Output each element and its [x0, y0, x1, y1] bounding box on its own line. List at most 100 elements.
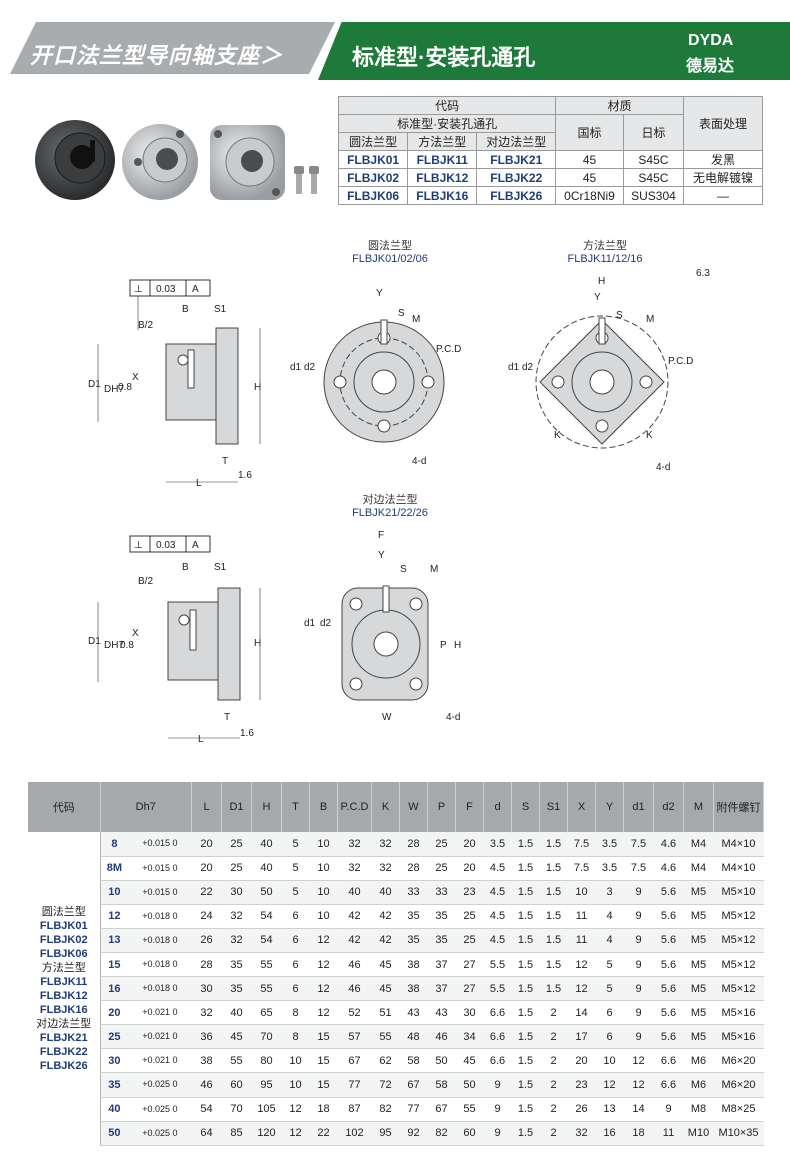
- spec-cell: 30: [191, 976, 222, 1002]
- spec-cell: 5.5: [483, 952, 512, 978]
- spec-cell: 1.5: [511, 880, 540, 905]
- spec-cell: 6.6: [483, 1000, 512, 1026]
- spec-cell: 12: [281, 1097, 310, 1122]
- spec-cell: 3.5: [595, 832, 624, 857]
- mat-sub-gb: 国标: [555, 114, 624, 151]
- s1-label: S1: [214, 304, 227, 315]
- banner-left-title: 开口法兰型导向轴支座＞: [30, 43, 284, 68]
- banner-right-title: 标准型·安装孔通孔: [352, 45, 536, 70]
- spec-header-cell: P: [427, 782, 456, 832]
- spec-cell: 26: [567, 1097, 596, 1122]
- square-d1-label: d1: [508, 362, 520, 373]
- roughness-08-2: 0.8: [120, 640, 134, 651]
- spec-cell: 67: [399, 1072, 428, 1098]
- side-flange-name: 对边法兰型: [362, 494, 418, 506]
- round-flange-front-view: Y S M P.C.D d1 d2 4-d: [290, 288, 461, 467]
- spec-cell: 50: [251, 880, 282, 905]
- spec-cell: 37: [427, 952, 456, 978]
- table-row: FLBJK01 FLBJK11 FLBJK21 45 S45C 发黑: [337, 150, 763, 169]
- spec-cell: 7.5: [567, 856, 596, 881]
- spec-cell: 40: [251, 856, 282, 881]
- product-photo-illustration: [35, 120, 319, 200]
- spec-cell: 38: [399, 952, 428, 978]
- spec-shaft-diameter: 8M: [99, 856, 129, 881]
- spec-cell: 58: [427, 1072, 456, 1098]
- spec-cell: 2: [539, 1024, 568, 1050]
- spec-cell: 9: [653, 1097, 684, 1122]
- spec-shaft-diameter: 15: [99, 952, 129, 978]
- spec-cell: 10: [309, 904, 338, 929]
- spec-cell: 1.5: [511, 1048, 540, 1074]
- spec-cell: 64: [191, 1121, 222, 1146]
- spec-cell: 6: [281, 928, 310, 953]
- spec-cell: 13: [595, 1097, 624, 1122]
- spec-header-cell: d: [483, 782, 512, 832]
- spec-cell: 22: [191, 880, 222, 905]
- pcd-label: P.C.D: [436, 344, 461, 355]
- square-s-label: S: [616, 310, 623, 321]
- spec-cell: 55: [371, 1024, 400, 1050]
- svg-text:⊥: ⊥: [134, 284, 143, 295]
- product-photos: [30, 110, 330, 210]
- spec-cell: 55: [221, 1048, 252, 1074]
- spec-header-cell: K: [371, 782, 400, 832]
- flatness-value: 0.03: [156, 284, 176, 295]
- spec-cell: 54: [251, 928, 282, 953]
- spec-cell: 33: [399, 880, 428, 905]
- spec-cell: M5×12: [713, 952, 764, 978]
- spec-header-cell: S: [511, 782, 540, 832]
- spec-tolerance: +0.025 0: [128, 1121, 192, 1146]
- spec-cell: 67: [337, 1048, 372, 1074]
- spec-cell: 10: [281, 1072, 310, 1098]
- spec-cell: M6×20: [713, 1072, 764, 1098]
- spec-cell: 5.6: [653, 976, 684, 1002]
- k-left-label: K: [554, 430, 561, 441]
- spec-cell: 20: [455, 832, 484, 857]
- spec-header-cell: Dh7: [100, 782, 192, 832]
- spec-tolerance: +0.021 0: [128, 1000, 192, 1026]
- spec-cell: 6: [281, 952, 310, 978]
- spec-cell: 2: [539, 1000, 568, 1026]
- spec-shaft-diameter: 16: [99, 976, 129, 1002]
- spec-cell: 1.5: [539, 880, 568, 905]
- spec-cell: 40: [221, 1000, 252, 1026]
- spec-cell: 45: [371, 952, 400, 978]
- spec-cell: 1.5: [511, 952, 540, 978]
- square-silver-flange-photo: [210, 125, 285, 200]
- spec-cell: 6: [595, 1000, 624, 1026]
- mat-cell: FLBJK02: [337, 168, 409, 187]
- mat-cell: 发黑: [683, 150, 763, 169]
- square-y-label: Y: [594, 292, 601, 303]
- spec-cell: M8: [683, 1097, 714, 1122]
- spec-cell: 38: [191, 1048, 222, 1074]
- screws-photo: [294, 166, 319, 194]
- round-flange-codes: FLBJK01/02/06: [352, 253, 428, 265]
- svg-text:⊥: ⊥: [134, 540, 143, 551]
- spec-cell: 32: [221, 928, 252, 953]
- spec-cell: 12: [623, 1072, 654, 1098]
- black-flange-photo: [35, 120, 115, 200]
- spec-cell: 1.5: [539, 976, 568, 1002]
- spec-shaft-diameter: 12: [99, 904, 129, 929]
- spec-cell: 36: [191, 1024, 222, 1050]
- square-flange-name: 方法兰型: [583, 240, 627, 252]
- spec-cell: 4: [595, 928, 624, 953]
- mat-sub-jis: 日标: [622, 114, 685, 151]
- spec-shaft-diameter: 25: [99, 1024, 129, 1050]
- mat-cell: FLBJK01: [337, 150, 409, 169]
- mat-sub-square: 方法兰型: [407, 132, 478, 151]
- square-m-label: M: [646, 314, 654, 325]
- spec-cell: 17: [567, 1024, 596, 1050]
- spec-header-cell: 附件螺钉: [713, 782, 764, 832]
- group-code: FLBJK02: [39, 933, 88, 946]
- spec-cell: 65: [251, 1000, 282, 1026]
- spec-cell: 12: [309, 1000, 338, 1026]
- spec-cell: 35: [427, 904, 456, 929]
- spec-cell: 1.5: [511, 1000, 540, 1026]
- spec-cell: 46: [191, 1072, 222, 1098]
- group-code: FLBJK22: [39, 1045, 88, 1058]
- spec-cell: 9: [623, 976, 654, 1002]
